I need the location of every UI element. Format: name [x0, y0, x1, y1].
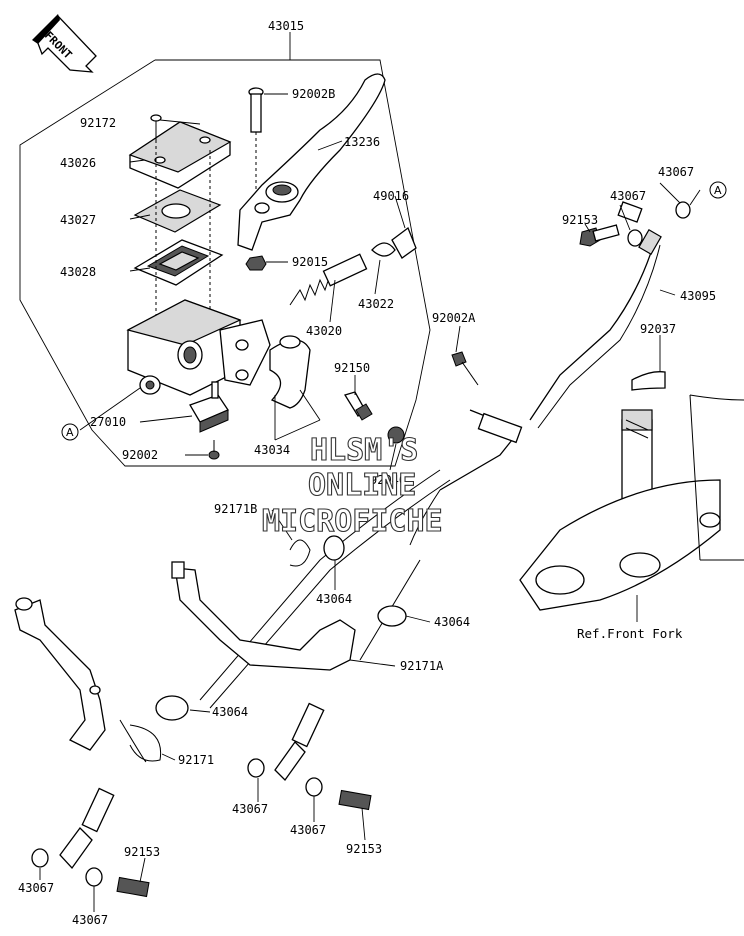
assembly-outline [19, 32, 431, 467]
grommet-43064-c [155, 695, 189, 721]
part-label-43067-low-a: 43067 [18, 881, 54, 895]
connector-marker-right: A [709, 181, 727, 199]
part-label-92002a: 92002A [432, 311, 476, 325]
washer-43067-top-b [675, 201, 691, 219]
part-label-92171a: 92171A [400, 659, 444, 673]
part-label-49016: 49016 [373, 189, 409, 203]
part-labels: 43015 92002B 92172 13236 43026 43067 430… [18, 19, 716, 927]
clamp-bolt [344, 391, 373, 421]
brake-hose-upper [529, 201, 662, 429]
part-label-92002b: 92002B [292, 87, 335, 101]
watermark: HLSM'S ONLINE MICROFICHE [261, 432, 443, 539]
part-label-43067-mid-a: 43067 [232, 802, 268, 816]
front-arrow-icon: FRONT [32, 14, 97, 73]
banjo-bolt-top [579, 224, 620, 247]
part-label-43015: 43015 [268, 19, 304, 33]
part-label-92002: 92002 [122, 448, 158, 462]
watermark-line-2: ONLINE [308, 468, 416, 503]
part-label-43095: 43095 [680, 289, 716, 303]
pivot-bolt [248, 87, 264, 200]
part-label-43034: 43034 [254, 443, 290, 457]
part-label-92171: 92171 [178, 753, 214, 767]
ref-front-fork-note: Ref.Front Fork [577, 626, 683, 641]
part-label-92037: 92037 [640, 322, 676, 336]
part-label-43020: 43020 [306, 324, 342, 338]
part-label-43067-low-b: 43067 [72, 913, 108, 927]
grommet-43064-b [377, 605, 407, 627]
connector-marker-left: A [61, 423, 79, 441]
reservoir-cap [128, 121, 232, 189]
part-label-43064-b: 43064 [434, 615, 470, 629]
lever-nut [245, 255, 267, 271]
diaphragm [133, 239, 224, 286]
part-label-43064-c: 43064 [212, 705, 248, 719]
brake-light-switch [189, 381, 229, 433]
part-label-92153-low: 92153 [124, 845, 160, 859]
part-label-92150: 92150 [334, 361, 370, 375]
part-label-13236: 13236 [344, 135, 380, 149]
clip-92171b [289, 539, 311, 567]
part-label-43067-top-a: 43067 [610, 189, 646, 203]
grommet-43064-a [323, 535, 345, 561]
watermark-line-1: HLSM'S [310, 433, 418, 468]
part-label-43027: 43027 [60, 213, 96, 227]
piston-assembly [289, 226, 417, 306]
part-label-43067-mid-b: 43067 [290, 823, 326, 837]
brake-lever [237, 73, 386, 251]
part-label-92153-top: 92153 [562, 213, 598, 227]
washer-92046 [387, 426, 405, 444]
part-label-43026: 43026 [60, 156, 96, 170]
part-label-43064-a: 43064 [316, 592, 352, 606]
part-label-92153-mid: 92153 [346, 842, 382, 856]
hose-end-lower-mid [247, 702, 372, 811]
bracket-left [14, 597, 147, 763]
part-label-92015: 92015 [292, 255, 328, 269]
clip-92171 [129, 724, 162, 762]
part-label-27010: 27010 [90, 415, 126, 429]
connector-marker-right-label: A [714, 184, 722, 197]
washer-43067-top-a [627, 229, 643, 247]
screw-92002 [208, 440, 220, 460]
connector-marker-left-label: A [66, 426, 74, 439]
steering-stem [519, 371, 744, 611]
bolt-92002a [451, 351, 479, 386]
master-cylinder-body [126, 299, 271, 396]
part-label-92171b: 92171B [214, 502, 257, 516]
part-label-43067-top-b: 43067 [658, 165, 694, 179]
handlebar-clamp [269, 335, 321, 441]
bracket-center [171, 561, 356, 671]
watermark-line-3: MICROFICHE [262, 504, 443, 539]
part-label-43022: 43022 [358, 297, 394, 311]
part-label-92046: 92046 [370, 473, 406, 487]
brake-hose-center [409, 409, 523, 546]
hose-end-lower-left [31, 787, 150, 898]
alignment-lines [155, 140, 211, 330]
screw-92172 [150, 114, 162, 140]
part-label-92172: 92172 [80, 116, 116, 130]
part-label-43028: 43028 [60, 265, 96, 279]
leader-lines [39, 93, 701, 912]
diaphragm-plate [133, 189, 222, 233]
